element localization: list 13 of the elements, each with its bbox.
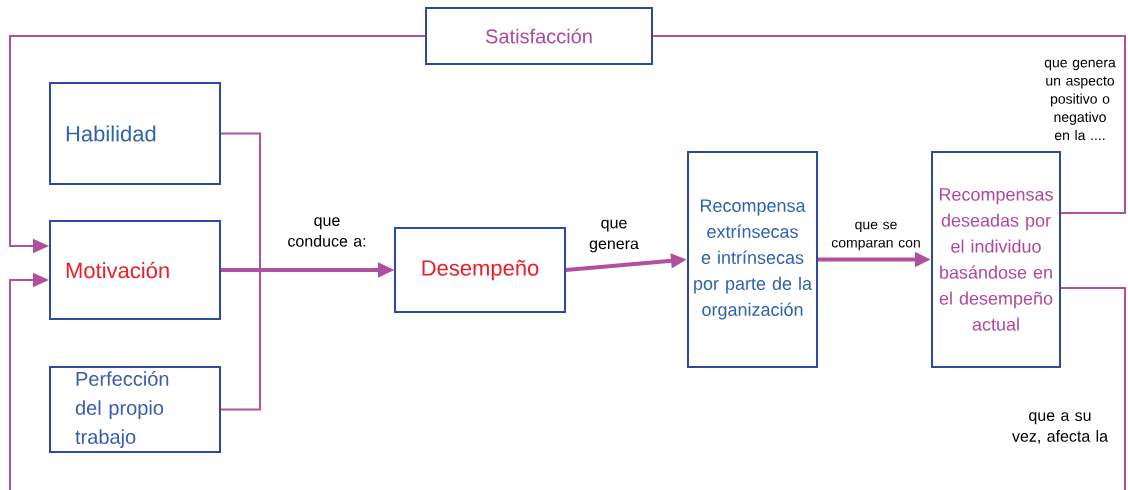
process-box: Satisfacción — [425, 7, 653, 65]
edge-label: que se comparan con — [831, 221, 920, 251]
edge-label: que genera un aspecto positivo o negativo en la .... — [1044, 59, 1116, 141]
process-box: Recompensas deseadas por el individuo basándose en el desempeño actual — [931, 151, 1061, 368]
edge-label: que conduce a: — [288, 217, 366, 247]
process-box: Perfección del propio trabajo — [49, 366, 221, 453]
arrow — [9, 272, 1126, 490]
edge-label: que a su vez, afecta la — [1012, 412, 1109, 444]
edge-label: que genera — [589, 219, 639, 253]
process-box: Recompensa extrínsecas e intrínsecas por parte de la organización — [687, 151, 818, 368]
process-box: Desempeño — [394, 227, 566, 313]
process-box: Motivación — [49, 220, 221, 320]
process-box: Habilidad — [49, 82, 221, 185]
